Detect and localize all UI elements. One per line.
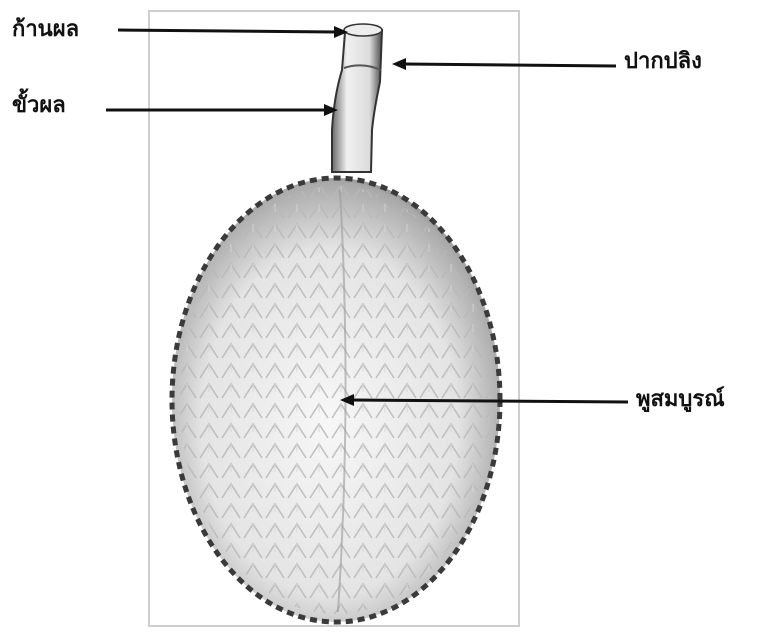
label-peduncle: ขั้วผล [12, 94, 66, 116]
arrow-peduncle [106, 104, 338, 116]
label-stem-tip: ปากปลิง [624, 50, 702, 72]
arrow-stem-tip [392, 58, 616, 70]
label-fruit-stalk: ก้านผล [12, 18, 79, 40]
label-full-lobe: พูสมบูรณ์ [636, 388, 725, 410]
fruit-stem [332, 24, 382, 172]
arrow-fruit-stalk [118, 26, 348, 38]
